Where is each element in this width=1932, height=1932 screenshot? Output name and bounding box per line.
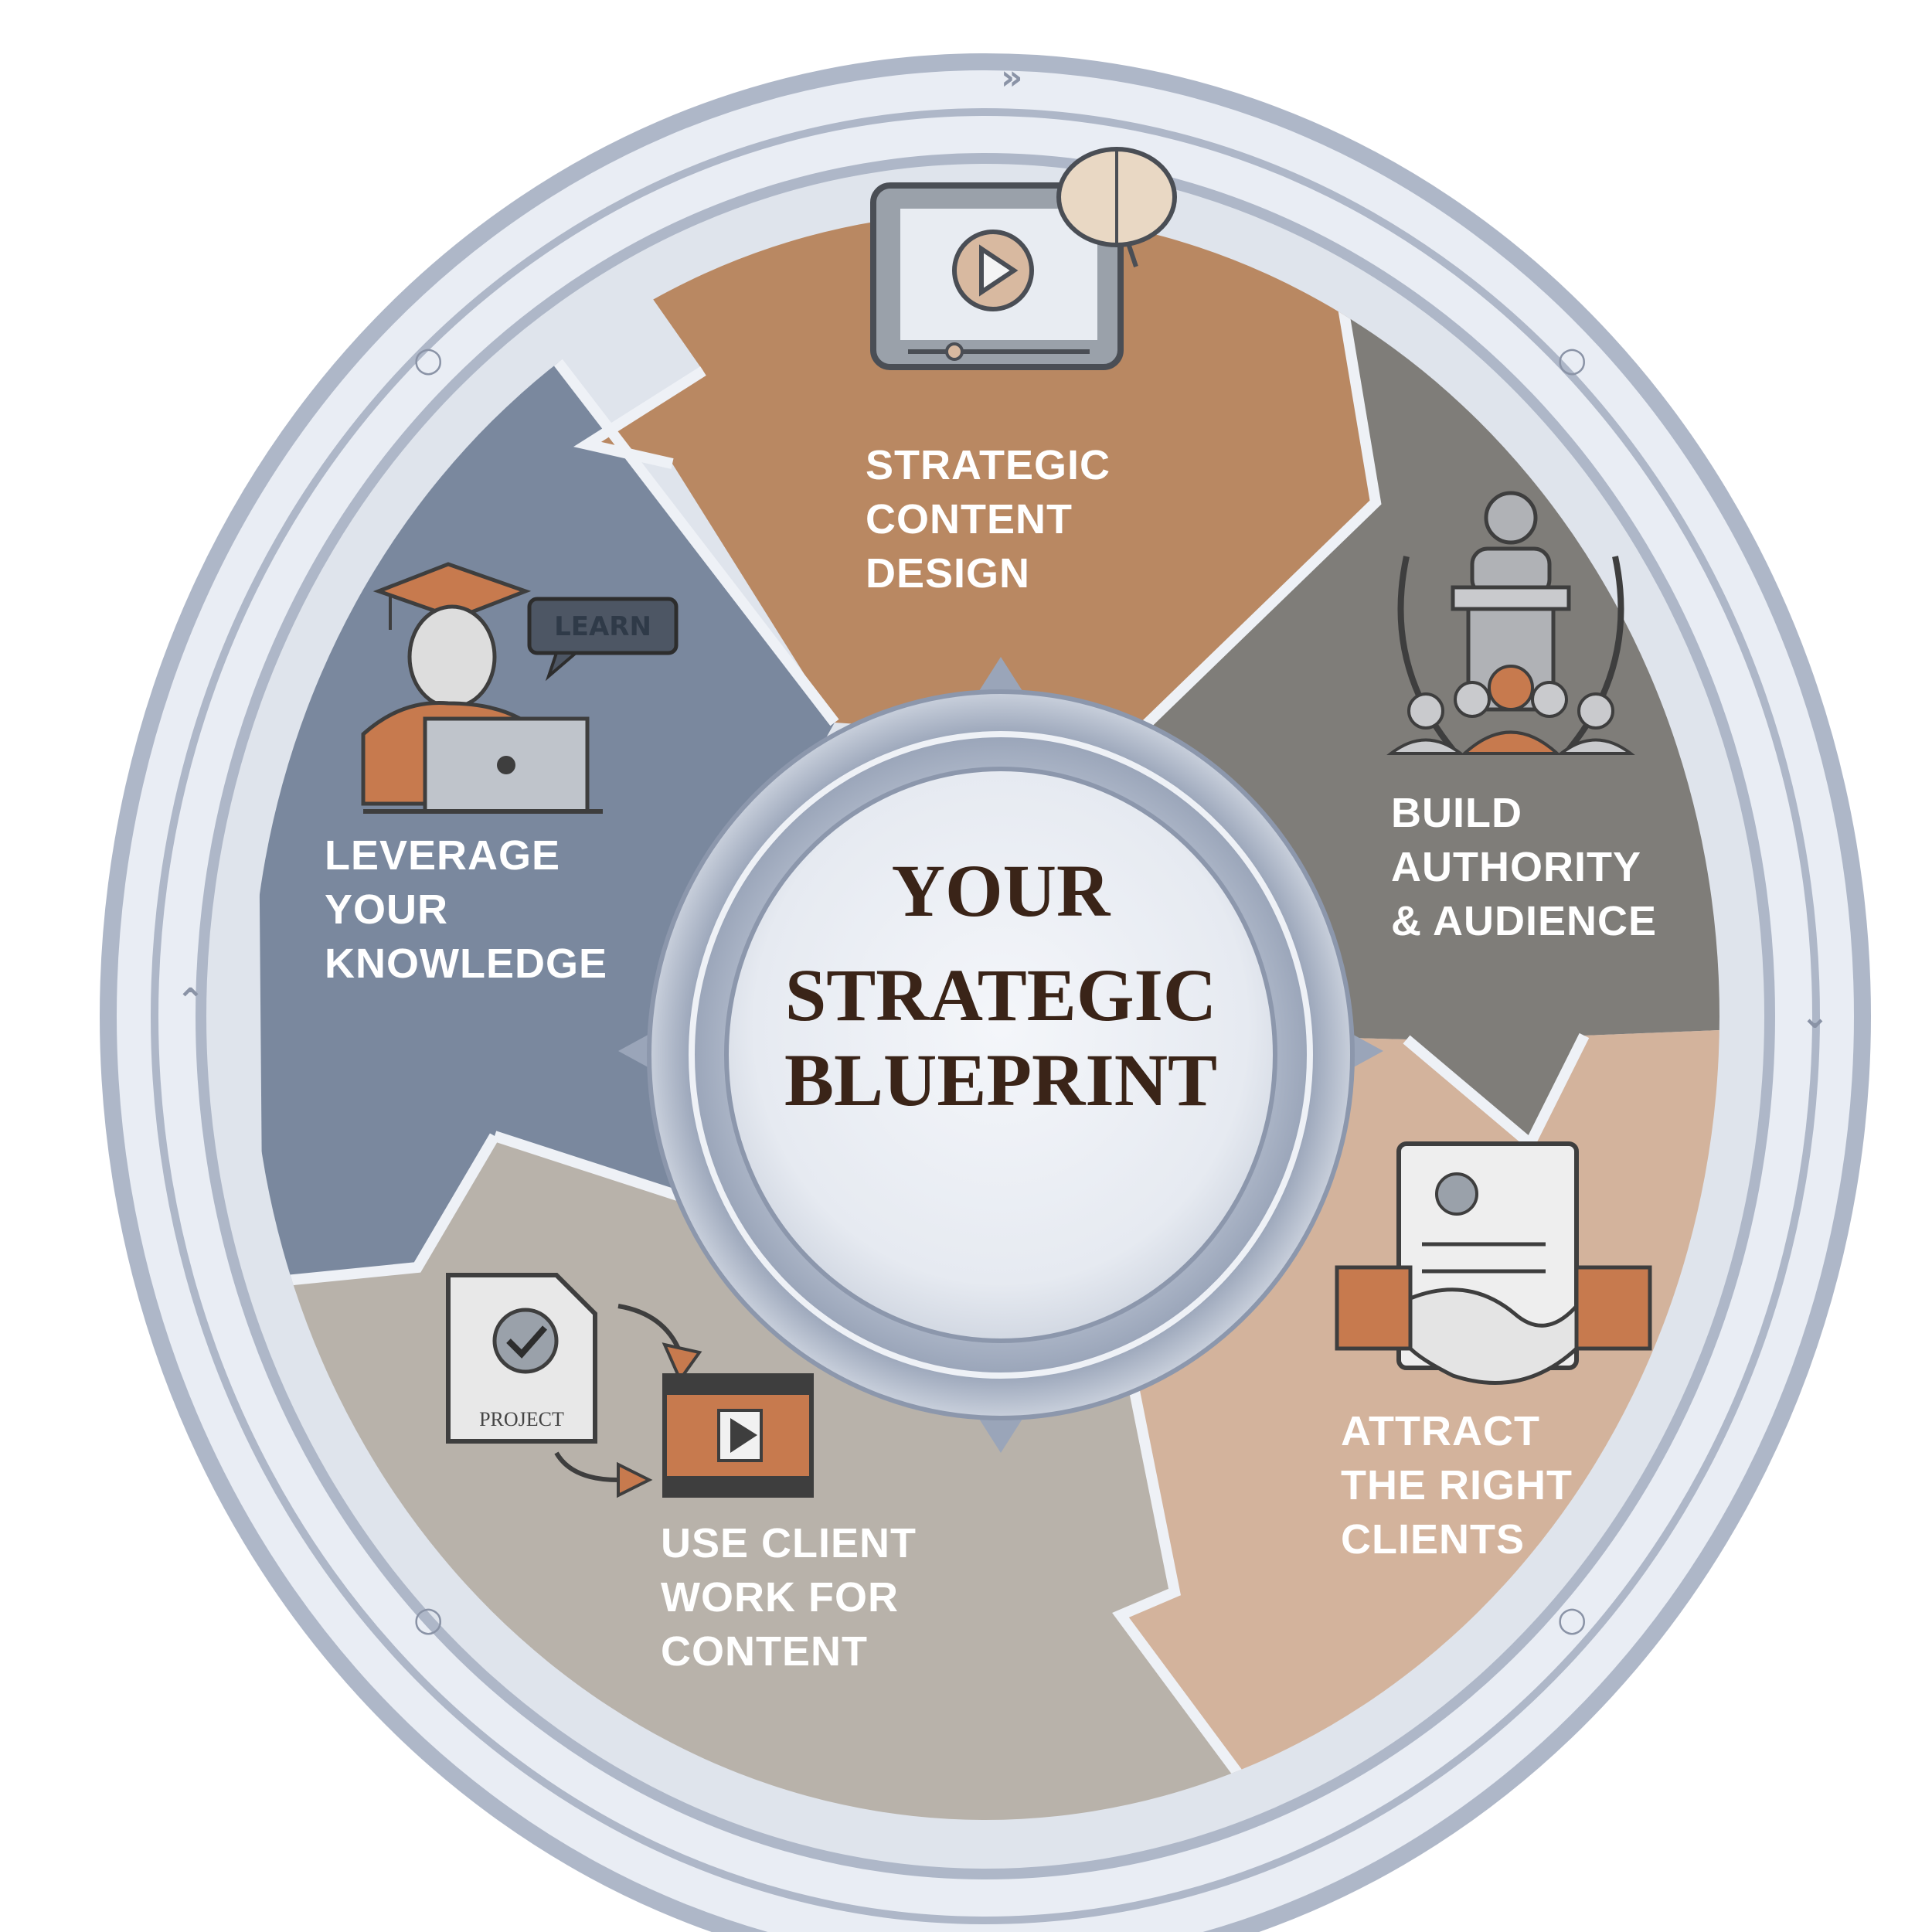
graduate-laptop-icon: LEARN — [361, 562, 679, 814]
double-chevron-down-icon: ⌄ — [1801, 997, 1829, 1036]
double-chevron-up-icon: ⌃ — [176, 981, 205, 1021]
handshake-contract-icon — [1335, 1141, 1652, 1385]
ring-circle-icon: ○ — [1557, 340, 1587, 379]
segment-label-line: KNOWLEDGE — [325, 940, 607, 987]
ring-glyphs: » « ⌃ ⌄ ○ ○ ○ ○ — [176, 58, 1829, 1639]
segment-label-line: STRATEGIC — [866, 442, 1111, 488]
project-label: PROJECT — [479, 1408, 564, 1430]
segment-label-line: LEVERAGE — [325, 832, 560, 879]
label-leverage-knowledge: LEVERAGE YOUR KNOWLEDGE — [325, 832, 607, 987]
segment-label-line: CLIENTS — [1341, 1516, 1525, 1563]
segment-label-line: WORK FOR — [661, 1574, 899, 1621]
segment-label-line: & AUDIENCE — [1391, 898, 1657, 944]
tablet-video-brain-icon — [870, 147, 1177, 370]
segment-label-line: CONTENT — [866, 496, 1073, 543]
center-medallion: YOUR STRATEGIC BLUEPRINT — [618, 657, 1383, 1453]
segment-label-line: YOUR — [325, 886, 448, 933]
learn-label: LEARN — [554, 611, 651, 642]
center-title-line-2: STRATEGIC — [785, 954, 1216, 1036]
segment-label-line: DESIGN — [866, 550, 1030, 597]
label-attract-right-clients: ATTRACT THE RIGHT CLIENTS — [1341, 1408, 1573, 1563]
segment-strategic-content — [541, 213, 1414, 742]
segment-label-line: USE CLIENT — [661, 1520, 917, 1566]
speaker-podium-audience-icon — [1386, 491, 1635, 755]
segment-label-line: ATTRACT — [1341, 1408, 1540, 1454]
label-build-authority-audience: BUILD AUTHORITY & AUDIENCE — [1391, 790, 1657, 944]
segment-label-line: AUTHORITY — [1391, 844, 1641, 890]
segment-label-line: CONTENT — [661, 1628, 868, 1675]
center-title-line-3: BLUEPRINT — [784, 1039, 1217, 1121]
label-strategic-content-design: STRATEGIC CONTENT DESIGN — [866, 442, 1111, 597]
ring-circle-icon: ○ — [413, 1600, 443, 1639]
center-title-line-1: YOUR — [892, 849, 1111, 932]
ring-circle-icon: ○ — [1557, 1600, 1587, 1639]
segment-label-line: THE RIGHT — [1341, 1462, 1573, 1509]
segment-label-line: BUILD — [1391, 790, 1522, 836]
double-chevron-right-icon: » — [1001, 58, 1022, 97]
label-use-client-work: USE CLIENT WORK FOR CONTENT — [661, 1520, 917, 1675]
ring-circle-icon: ○ — [413, 340, 443, 379]
project-to-video-icon: PROJECT — [446, 1273, 814, 1498]
